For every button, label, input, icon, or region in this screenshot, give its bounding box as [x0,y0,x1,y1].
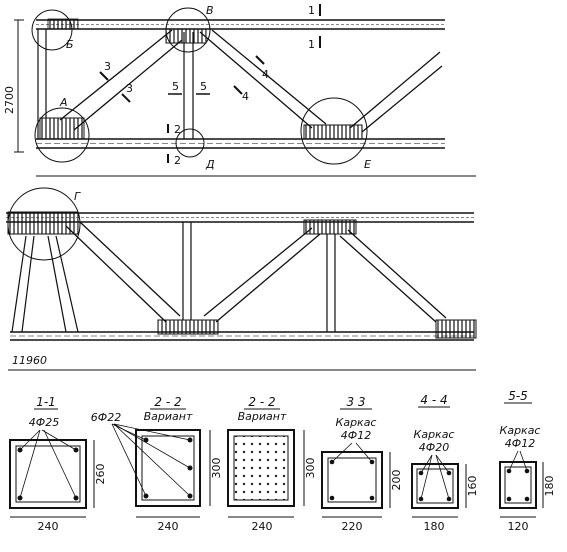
section-width: 240 [252,520,273,533]
section-note: Вариант [144,410,193,423]
section-title: 1-1 [36,395,56,409]
cut-mark-5-left: 5 [172,80,179,93]
cut-mark-1-bottom: 1 [308,38,315,51]
section-title: 4 - 4 [420,393,447,407]
node-label-g: Г [74,190,81,203]
section-5-5: 5-5 Каркас 4Ф12 120 180 [499,389,556,533]
cut-mark-2-top: 2 [174,123,181,136]
section-width: 240 [158,520,179,533]
section-width: 180 [424,520,445,533]
section-title: 2 - 2 [248,395,275,409]
cut-mark-5-right: 5 [200,80,207,93]
section-rebar: 4Ф12 [341,429,371,442]
node-label-b: Б [66,38,74,51]
cut-mark-3-bottom: 3 [126,82,133,95]
cut-mark-4-bottom: 4 [242,90,249,103]
section-height: 200 [390,470,403,491]
section-rebar: 4Ф12 [505,437,535,450]
node-label-e: Е [364,158,371,171]
section-rebar: 4Ф20 [419,441,449,454]
section-3-3: 3 3 Каркас 4Ф12 220 200 [321,395,403,533]
section-note: Вариант [238,410,287,423]
section-height: 300 [304,458,317,479]
section-note: Каркас [414,428,455,441]
section-title: 3 3 [346,395,365,409]
section-height: 160 [466,476,479,497]
section-2-2-variant-a: 2 - 2 Вариант 6Ф22 240 300 [91,395,223,533]
span-dimension: 11960 [12,354,47,367]
section-note: Каркас [500,424,541,437]
section-1-1: 1-1 4Ф25 240 260 [9,395,107,533]
cut-mark-4-top: 4 [262,68,269,81]
section-width: 120 [508,520,529,533]
cut-mark-1-top: 1 [308,4,315,17]
node-label-v: В [206,4,214,17]
height-dimension: 2700 [3,86,16,114]
section-rebar: 4Ф25 [29,416,59,429]
section-height: 180 [543,476,556,497]
section-height: 300 [210,458,223,479]
section-rebar: 6Ф22 [91,411,121,424]
cut-mark-2-bottom: 2 [174,154,181,167]
node-label-a: А [59,96,68,109]
section-width: 220 [342,520,363,533]
node-label-d: Д [205,158,215,171]
section-4-4: 4 - 4 Каркас 4Ф20 180 160 [411,393,479,533]
bottom-truss-elevation [6,187,477,371]
section-note: Каркас [336,416,377,429]
section-title: 2 - 2 [154,395,181,409]
section-width: 240 [38,520,59,533]
section-2-2-variant-b: 2 - 2 Вариант 240 300 [227,395,317,533]
top-truss-elevation [14,4,476,177]
section-height: 260 [94,464,107,485]
section-title: 5-5 [508,389,528,403]
cut-mark-3-top: 3 [104,60,111,73]
